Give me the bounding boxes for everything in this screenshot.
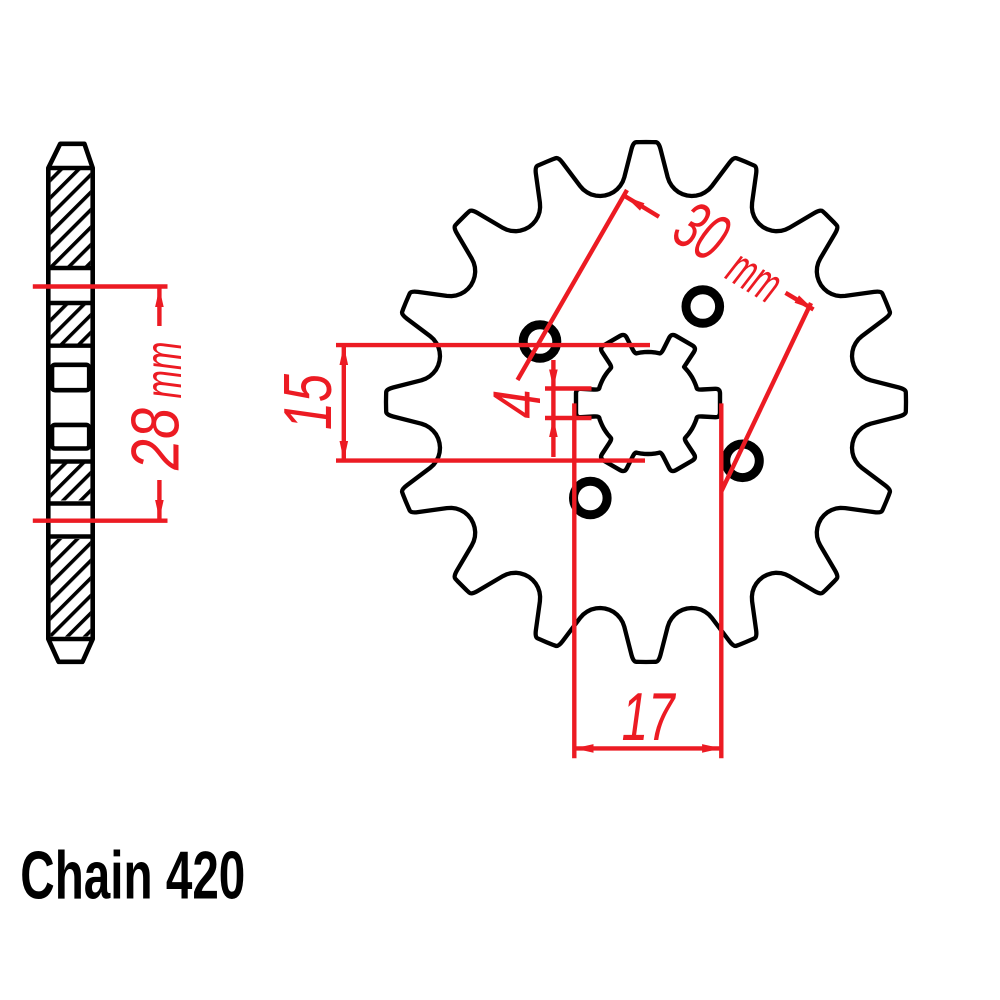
svg-text:17: 17 <box>622 679 677 755</box>
svg-text:4: 4 <box>479 390 555 419</box>
svg-text:15: 15 <box>270 374 346 430</box>
svg-text:mm: mm <box>717 238 791 314</box>
svg-text:28: 28 <box>118 408 194 471</box>
svg-text:30: 30 <box>661 186 741 276</box>
svg-text:mm: mm <box>135 342 193 399</box>
svg-text:Chain 420: Chain 420 <box>20 839 245 914</box>
